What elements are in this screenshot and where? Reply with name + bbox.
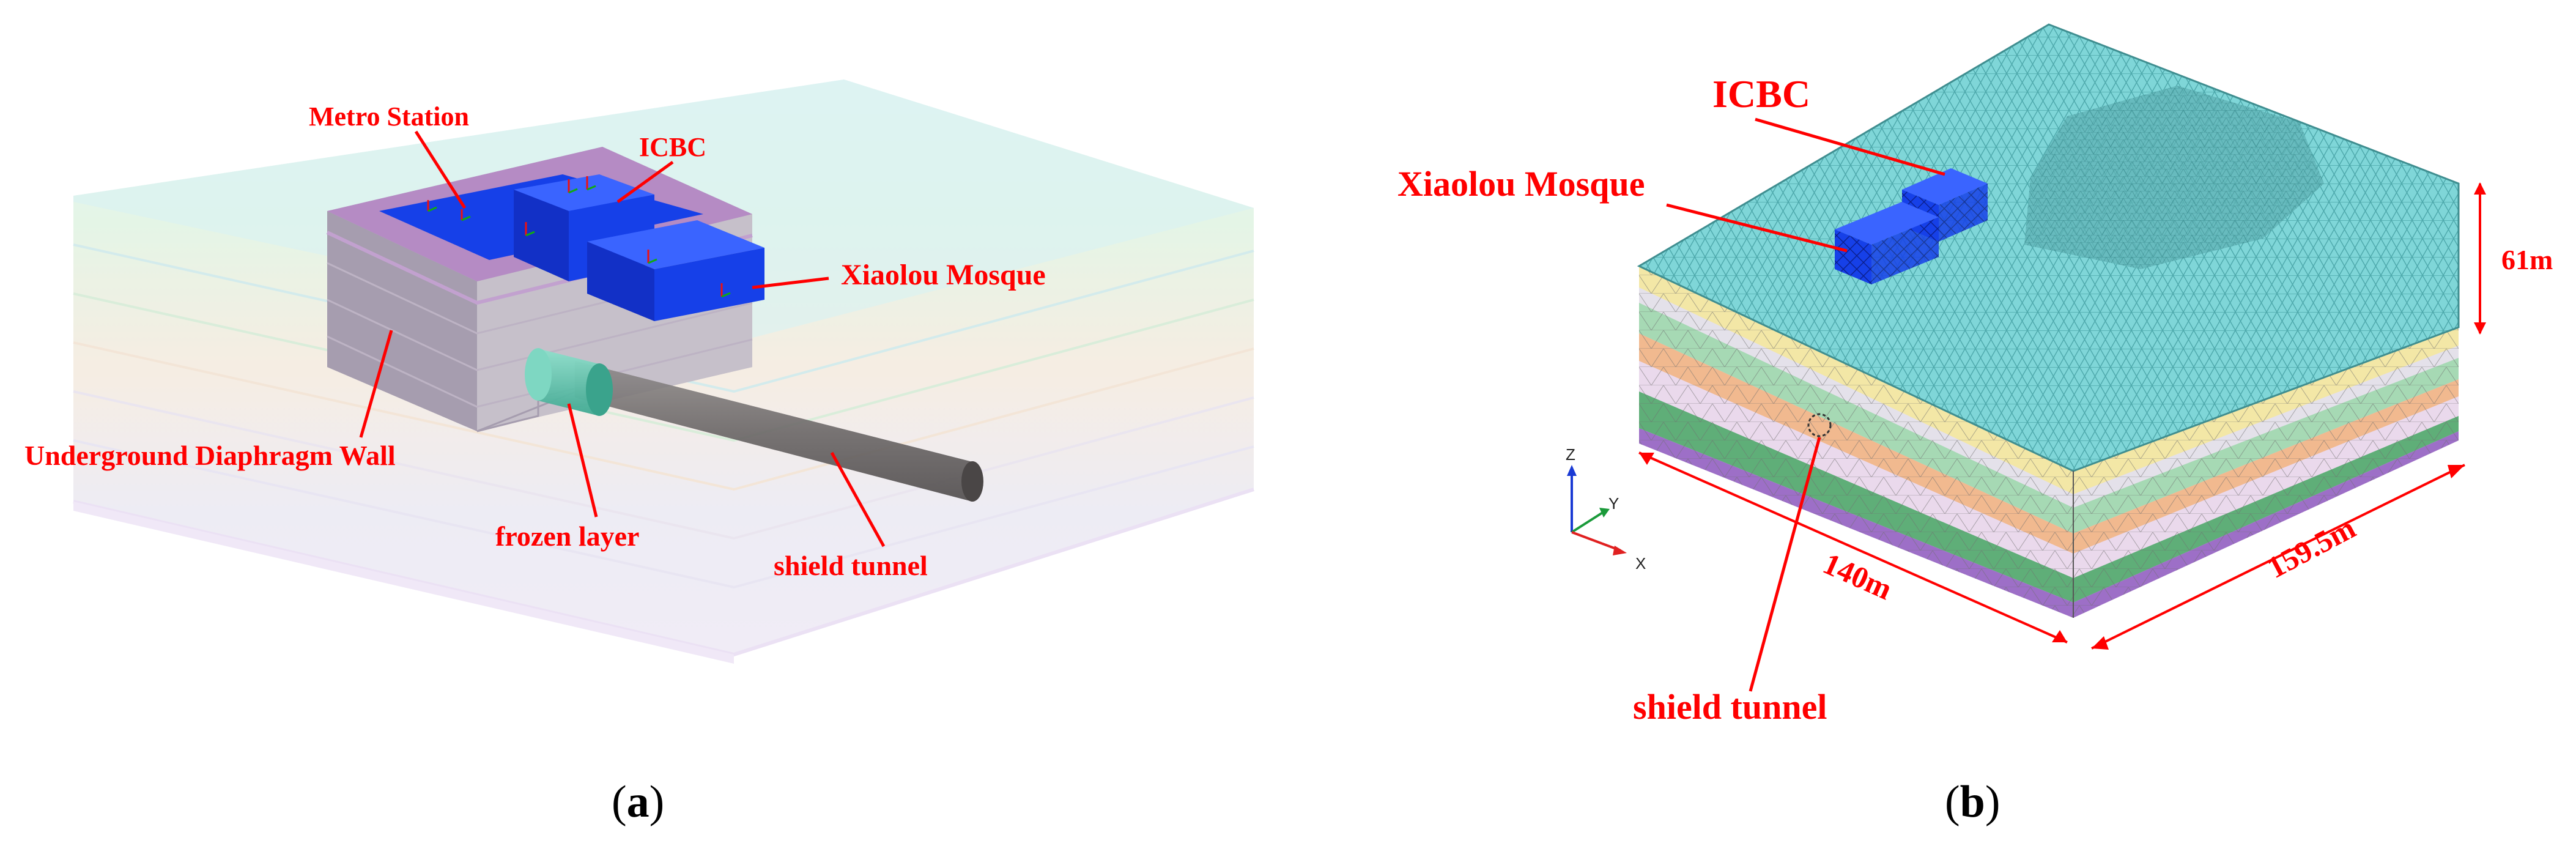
caption-a: (a)	[612, 777, 664, 827]
label-xiaolou-mosque-b: Xiaolou Mosque	[1397, 164, 1645, 204]
label-width-140m: 140m	[1818, 546, 1897, 607]
panel-b-dimension-arrows	[1638, 182, 2486, 650]
panel-a: Metro Station ICBC Xiaolou Mosque Underg…	[24, 80, 1254, 827]
caption-a-close: )	[650, 777, 665, 827]
panel-a-shield-tunnel	[575, 361, 983, 502]
label-icbc-b: ICBC	[1712, 72, 1810, 116]
caption-a-open: (	[612, 777, 627, 827]
label-xiaolou-mosque-a: Xiaolou Mosque	[841, 259, 1046, 291]
panel-a-mosque-building	[587, 220, 764, 321]
caption-b: (b)	[1945, 777, 2000, 827]
label-icbc-a: ICBC	[639, 132, 706, 162]
panel-b-mosque-building	[1835, 202, 1939, 284]
panel-a-block-markers	[427, 176, 731, 298]
label-shield-tunnel-b: shield tunnel	[1633, 687, 1827, 727]
label-shield-tunnel-a: shield tunnel	[774, 550, 928, 581]
panel-a-frozen-layer	[525, 348, 613, 416]
panel-b-leaders	[1666, 117, 1945, 692]
panel-a-leaders	[359, 130, 886, 547]
caption-b-close: )	[1985, 777, 2000, 827]
axis-label-z: Z	[1566, 445, 1575, 464]
caption-a-letter: a	[627, 777, 650, 827]
caption-b-letter: b	[1960, 777, 1985, 827]
panel-b: Z Y X ICBC Xiaolou Mosque shield tunnel …	[1397, 23, 2553, 827]
caption-b-open: (	[1945, 777, 1960, 827]
label-metro-station: Metro Station	[309, 102, 469, 132]
panel-b-mesh-model	[1637, 23, 2460, 618]
label-height-61m: 61m	[2501, 244, 2553, 275]
axis-label-x: X	[1635, 554, 1646, 573]
coordinate-axes: Z Y X	[1566, 445, 1646, 573]
label-diaphragm-wall: Underground Diaphragm Wall	[24, 440, 396, 471]
label-frozen-layer: frozen layer	[495, 521, 639, 552]
axis-label-y: Y	[1608, 494, 1619, 513]
